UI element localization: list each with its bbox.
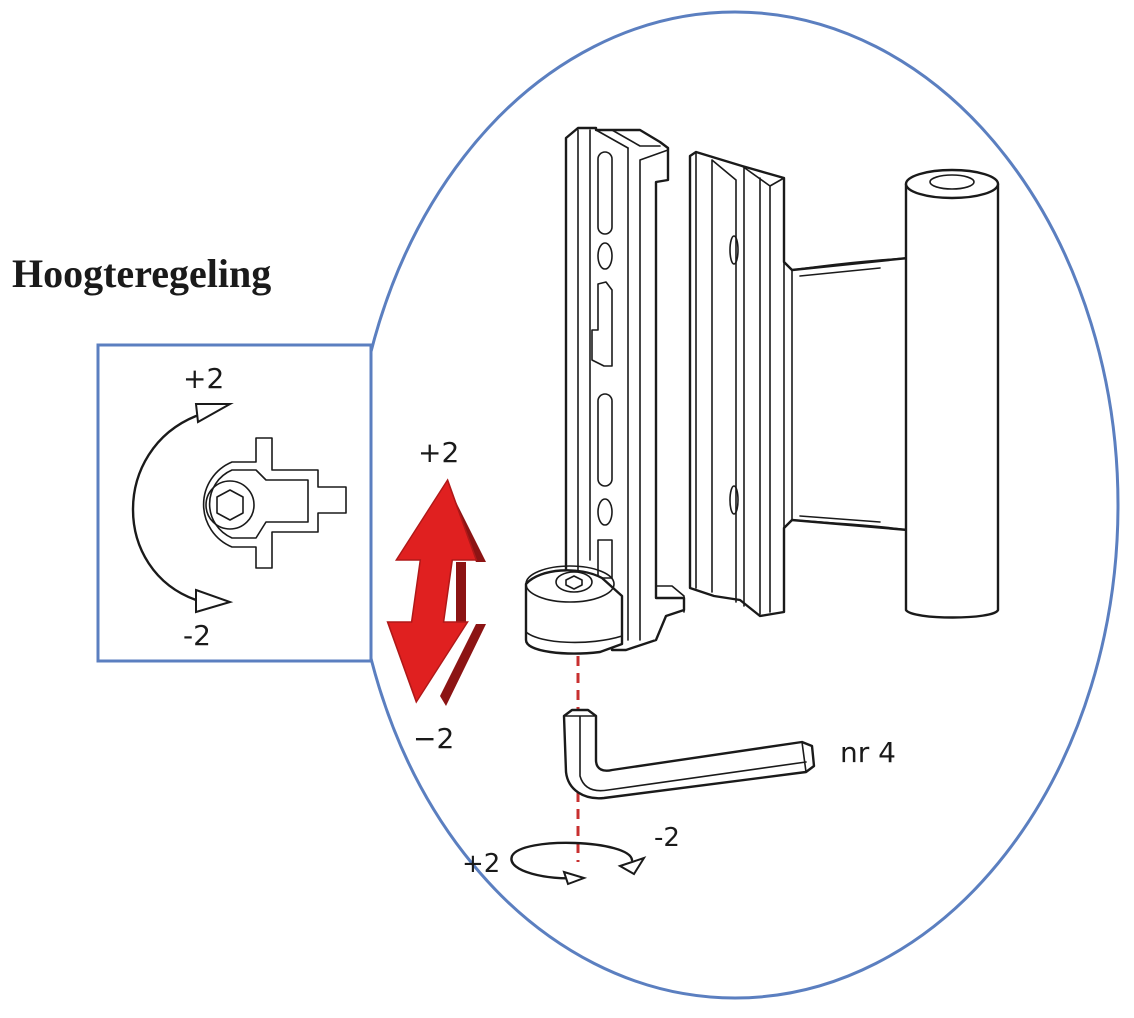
- barrel-top: [904, 168, 1000, 200]
- rotation-label-plus: +2: [462, 849, 500, 879]
- bracket-bottom-tab: [655, 585, 685, 613]
- rotation-arrowhead-bottom: [562, 870, 588, 886]
- allen-key-icon: nr 4: [562, 708, 896, 800]
- rotation-ellipse: [510, 841, 634, 880]
- inset-rotation-arc: [131, 414, 198, 602]
- hinge-leaf: [688, 150, 1000, 619]
- rotation-arrowhead-right: [617, 856, 647, 876]
- bracket-front-edge: [577, 129, 669, 641]
- rotation-indicator: +2 -2: [462, 823, 680, 886]
- leaf-web: [791, 257, 909, 531]
- rotation-label-minus: -2: [654, 823, 680, 853]
- bracket-hole-2: [597, 498, 613, 526]
- arrow-label-minus: −2: [413, 722, 454, 755]
- leaf-ribs: [695, 151, 793, 615]
- barrel-top-hole: [929, 174, 975, 190]
- hinge-barrel: [904, 182, 1000, 619]
- hinge-bracket: [524, 126, 686, 655]
- inset-label-minus: -2: [183, 619, 211, 652]
- adjustment-cam: [524, 569, 624, 655]
- cam-side-edge: [525, 631, 623, 644]
- bracket-slot-3: [597, 393, 613, 487]
- inset-top-view: +2 -2: [96, 343, 373, 663]
- cam-screw: [555, 571, 593, 593]
- bracket-slot-2: [591, 281, 613, 367]
- inset-arrowhead-down: [195, 588, 234, 614]
- double-arrow-icon: [386, 478, 478, 704]
- inset-cam-inner: [208, 469, 309, 539]
- allen-key-edges: [563, 715, 807, 792]
- hex-socket-icon: [216, 489, 244, 521]
- inset-cam-outline: [202, 437, 347, 569]
- bracket-top-lip: [595, 129, 661, 149]
- allen-key-label: nr 4: [840, 736, 896, 769]
- arrow-label-plus: +2: [418, 436, 459, 469]
- inset-arrowhead-up: [194, 403, 234, 424]
- bracket-slot-1: [597, 151, 613, 235]
- arrow-shadow: [440, 482, 486, 706]
- bracket-hole-1: [597, 242, 613, 270]
- cam-top-face: [525, 565, 615, 603]
- cam-hex-socket-icon: [565, 575, 583, 590]
- inset-frame: [96, 343, 373, 663]
- page-title: Hoogteregeling: [12, 251, 271, 296]
- leaf-hole-bottom: [729, 485, 739, 515]
- leaf-hole-top: [729, 235, 739, 265]
- inset-label-plus: +2: [183, 362, 224, 395]
- vertical-adjustment-arrow: +2 −2: [386, 436, 486, 755]
- inset-screw-head: [205, 480, 255, 530]
